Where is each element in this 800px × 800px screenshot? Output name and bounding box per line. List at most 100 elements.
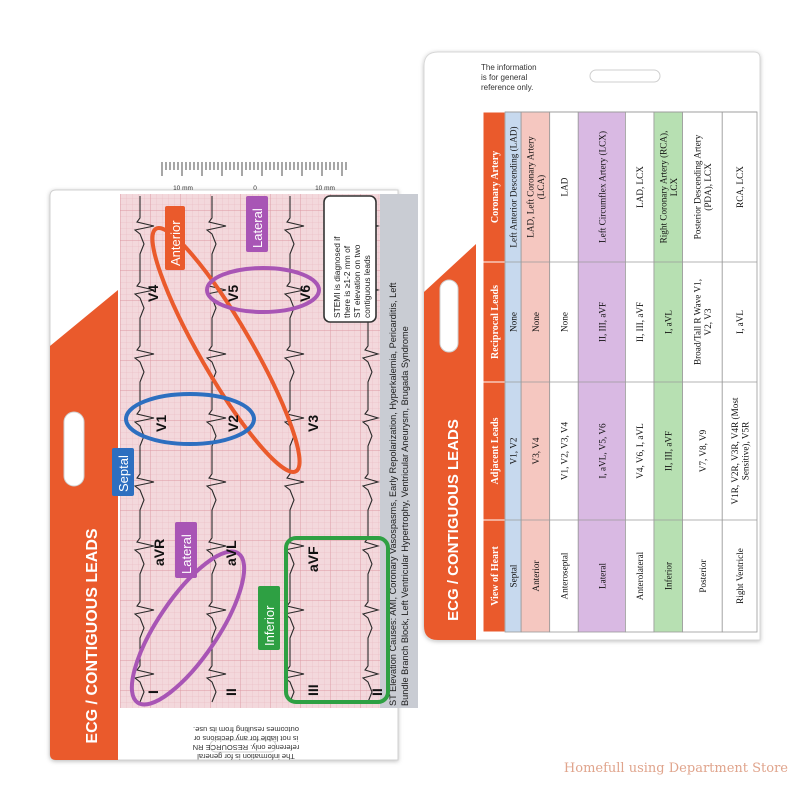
- front-slot-hole: [63, 411, 85, 487]
- front-side-band: [50, 290, 118, 760]
- table-row: Left Circumflex Artery (LCX) II, III, aVF…: [577, 111, 626, 633]
- lateral-top-label: Lateral: [246, 196, 268, 252]
- svg-text:Anteroseptal: Anteroseptal: [559, 552, 569, 599]
- svg-text:Bundle Branch Block, Left Vent: Bundle Branch Block, Left Ventricular Hy…: [400, 326, 410, 706]
- svg-text:Lateral: Lateral: [179, 534, 194, 574]
- svg-text:The information: The information: [481, 63, 537, 72]
- septal-loop: [124, 392, 256, 446]
- table-row: Posterior Descending Artery(PDA), LCX Bro…: [682, 111, 723, 633]
- svg-text:0: 0: [253, 185, 257, 192]
- lead-avl: aVL: [223, 540, 239, 566]
- svg-text:Coronary Artery: Coronary Artery: [490, 151, 501, 223]
- svg-text:Lateral: Lateral: [250, 208, 265, 248]
- stemi-note: STEMI is diagnosed if there is ≥1-2 mm o…: [323, 195, 377, 323]
- reference-table-card: ECG / CONTIGUOUS LEADS The information i…: [423, 51, 761, 641]
- svg-text:LAD, Left Coronary Artery: LAD, Left Coronary Artery: [526, 136, 536, 238]
- st-causes-text: ST Elevation Causes: AMI, Coronary Vasos…: [388, 282, 410, 706]
- svg-text:Right Coronary Artery (RCA),: Right Coronary Artery (RCA),: [658, 131, 668, 244]
- back-side-band: [424, 244, 476, 640]
- lead-avr: aVR: [151, 539, 167, 566]
- svg-text:Sensitive), V5R: Sensitive), V5R: [740, 421, 750, 480]
- lead-ii-a: II: [223, 688, 239, 696]
- svg-text:I, aVL: I, aVL: [664, 310, 674, 334]
- svg-text:V1, V2, V3, V4: V1, V2, V3, V4: [559, 421, 569, 480]
- svg-text:Reciprocal Leads: Reciprocal Leads: [490, 285, 501, 359]
- svg-text:Anterior: Anterior: [168, 220, 183, 266]
- svg-text:RCA, LCX: RCA, LCX: [735, 166, 745, 208]
- table-header-cell: Adjacent Leads: [482, 381, 506, 521]
- svg-text:reference only. RESOURCE RN: reference only. RESOURCE RN: [193, 743, 300, 752]
- svg-text:outcomes resulting from its us: outcomes resulting from its use.: [193, 725, 299, 734]
- table-row: Right Coronary Artery (RCA),LCX I, aVL II,…: [653, 111, 683, 633]
- lateral-bottom-label: Lateral: [175, 522, 197, 578]
- svg-text:Broad/Tall R Wave V1,: Broad/Tall R Wave V1,: [693, 279, 703, 365]
- front-side-title: ECG / CONTIGUOUS LEADS: [84, 528, 101, 743]
- svg-text:ST Elevation Causes: AMI, Coro: ST Elevation Causes: AMI, Coronary Vasos…: [388, 282, 398, 706]
- lead-v6: V6: [297, 285, 313, 302]
- svg-text:10 mm: 10 mm: [315, 185, 335, 192]
- svg-text:V7, V8, V9: V7, V8, V9: [698, 429, 708, 472]
- table-header-cell: View of Heart: [482, 519, 506, 633]
- lead-v5: V5: [225, 285, 241, 302]
- svg-text:reference only.: reference only.: [481, 83, 533, 92]
- mm-ruler: 10 mm 0 10 mm: [160, 161, 348, 192]
- back-disclaimer: The information is for general reference…: [481, 63, 537, 92]
- svg-text:Posterior Descending Artery: Posterior Descending Artery: [693, 134, 703, 239]
- anterior-label: Anterior: [165, 206, 185, 270]
- svg-text:I, aVL, V5, V6: I, aVL, V5, V6: [597, 423, 607, 479]
- front-bottom-slot: [209, 739, 277, 753]
- svg-text:V1R, V2R, V3R, V4R (Most: V1R, V2R, V3R, V4R (Most: [730, 397, 740, 504]
- lateral-top-loop: [205, 266, 321, 314]
- svg-text:V1, V2: V1, V2: [509, 437, 519, 464]
- svg-text:ST elevation on two: ST elevation on two: [352, 244, 362, 318]
- table-header-cell: Coronary Artery: [482, 111, 506, 263]
- svg-text:is not liable for any decision: is not liable for any decisions or: [193, 734, 298, 743]
- svg-text:V4, V6, I, aVL: V4, V6, I, aVL: [635, 423, 645, 479]
- ecg-card: ECG / CONTIGUOUS LEADS 10 mm 0 10 mm ST …: [49, 161, 418, 761]
- svg-text:LAD, LCX: LAD, LCX: [635, 166, 645, 208]
- svg-text:II, III, aVF: II, III, aVF: [597, 302, 607, 342]
- back-top-slot: [589, 69, 661, 83]
- svg-text:Left Anterior Descending (LAD): Left Anterior Descending (LAD): [509, 126, 519, 247]
- svg-text:Anterolateral: Anterolateral: [635, 551, 645, 600]
- svg-text:contiguous leads: contiguous leads: [362, 255, 372, 318]
- svg-text:(PDA), LCX: (PDA), LCX: [703, 163, 713, 211]
- svg-text:Left Circumflex Artery (LCX): Left Circumflex Artery (LCX): [597, 131, 607, 243]
- svg-text:there is ≥1-2 mm of: there is ≥1-2 mm of: [342, 245, 352, 318]
- lead-v3: V3: [305, 415, 321, 432]
- svg-text:Septal: Septal: [509, 564, 519, 587]
- svg-text:I, aVL: I, aVL: [735, 310, 745, 334]
- svg-text:II, III, aVF: II, III, aVF: [664, 431, 674, 471]
- lead-iii: III: [305, 684, 321, 696]
- svg-text:Right Ventricle: Right Ventricle: [735, 548, 745, 604]
- table-header-cell: Reciprocal Leads: [482, 261, 506, 383]
- svg-text:None: None: [559, 312, 569, 332]
- svg-text:V2, V3: V2, V3: [703, 308, 713, 335]
- svg-text:View of Heart: View of Heart: [490, 546, 501, 606]
- lead-i: I: [145, 690, 161, 694]
- svg-text:Inferior: Inferior: [664, 562, 674, 590]
- svg-text:Adjacent Leads: Adjacent Leads: [490, 417, 501, 484]
- svg-text:V3, V4: V3, V4: [531, 437, 541, 464]
- svg-text:None: None: [509, 312, 519, 332]
- inferior-box: [284, 536, 390, 704]
- svg-text:Lateral: Lateral: [597, 563, 607, 589]
- svg-text:LCX: LCX: [669, 177, 679, 196]
- svg-text:is for general: is for general: [481, 73, 527, 82]
- svg-text:Posterior: Posterior: [698, 559, 708, 592]
- septal-label: Septal: [112, 448, 134, 496]
- lateral-bottom-loop: [129, 549, 247, 707]
- lead-v2: V2: [225, 415, 241, 432]
- svg-text:LAD: LAD: [559, 177, 569, 196]
- svg-text:Septal: Septal: [116, 455, 131, 492]
- svg-text:Inferior: Inferior: [262, 605, 277, 646]
- back-slot-hole: [439, 279, 459, 353]
- lead-v1: V1: [153, 415, 169, 432]
- svg-text:Anterior: Anterior: [531, 560, 541, 591]
- svg-text:None: None: [531, 312, 541, 332]
